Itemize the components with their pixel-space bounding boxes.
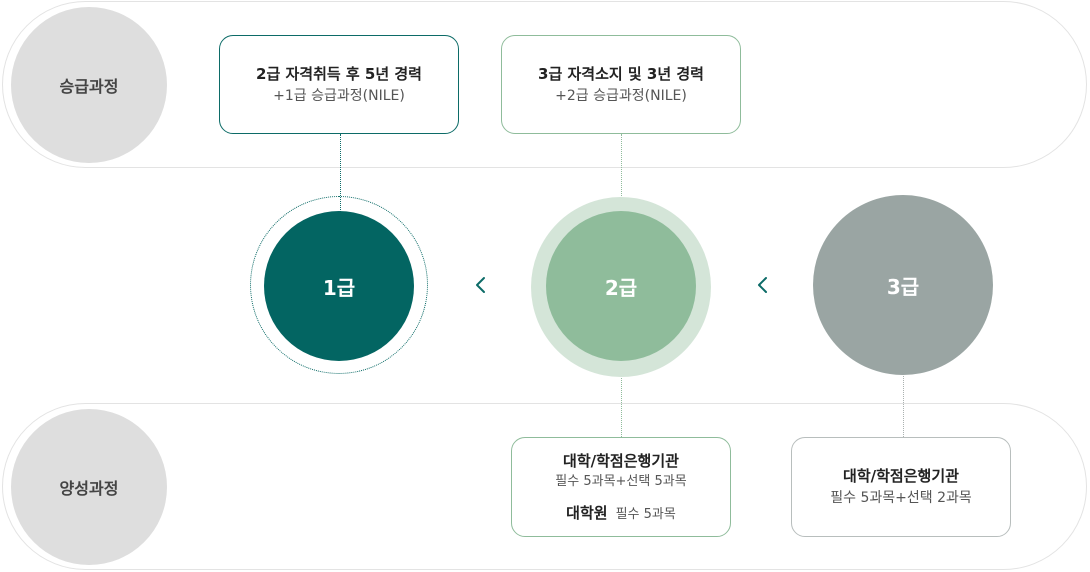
grade2-training-institution: 대학/학점은행기관 [563,451,679,470]
grade1-promotion-requirement: 2급 자격취득 후 5년 경력 [256,64,422,83]
promotion-label: 승급과정 [11,7,167,163]
chevron-left-icon [758,277,767,293]
connector-line-grade2-bottom [621,376,622,437]
grade2-promotion-box: 3급 자격소지 및 3년 경력 +2급 승급과정(NILE) [501,35,741,134]
grade3-circle: 3급 [813,195,993,375]
grade1-dotted-ring [250,196,428,374]
grade1-circle: 1급 [264,211,414,361]
grade3-training-box: 대학/학점은행기관 필수 5과목+선택 2과목 [791,437,1011,537]
grade1-promotion-box: 2급 자격취득 후 5년 경력 +1급 승급과정(NILE) [219,35,459,134]
grade2-promotion-requirement: 3급 자격소지 및 3년 경력 [538,64,704,83]
grade2-training-box: 대학/학점은행기관 필수 5과목+선택 5과목 대학원 필수 5과목 [511,437,731,537]
grade2-circle: 2급 [546,211,696,361]
connector-line-grade3-bottom [903,376,904,437]
grade2-training-courses: 필수 5과목+선택 5과목 [555,473,687,489]
grade2-promotion-course: +2급 승급과정(NILE) [555,87,687,104]
grade2-graduate-title: 대학원 [566,503,608,522]
grade3-training-institution: 대학/학점은행기관 [843,467,959,485]
grade1-promotion-course: +1급 승급과정(NILE) [273,87,405,104]
grade2-graduate-detail: 필수 5과목 [615,506,676,522]
training-label: 양성과정 [11,409,167,565]
promotion-band: 승급과정 [2,1,1087,168]
chevron-left-icon [476,277,485,293]
grade2-graduate-row: 대학원 필수 5과목 [566,502,676,525]
connector-line-grade1-top [340,134,341,212]
connector-line-grade2-top [621,134,622,198]
grade3-training-courses: 필수 5과목+선택 2과목 [830,490,972,506]
